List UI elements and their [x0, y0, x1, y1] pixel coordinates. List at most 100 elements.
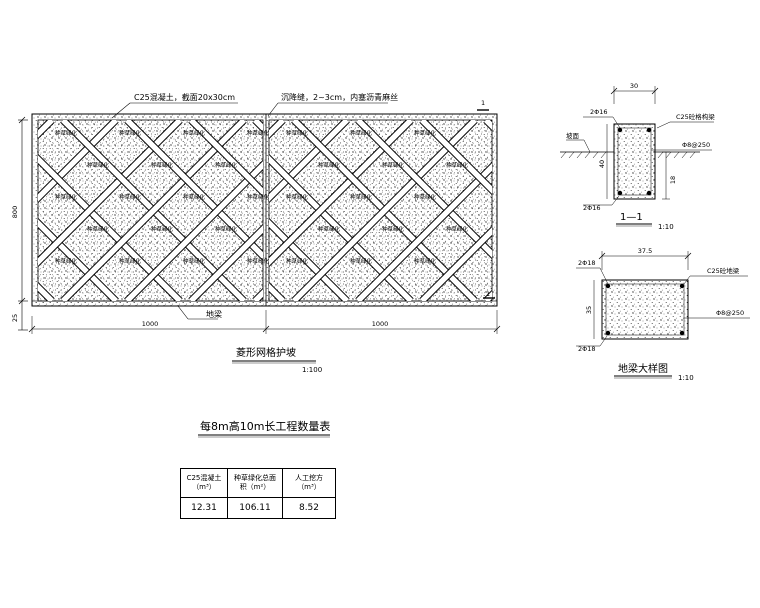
section-dim-depth: 40: [598, 160, 606, 168]
rebar-dot: [646, 127, 652, 133]
lattice-beam-section: [613, 123, 656, 200]
slope-elevation: 种草绿化种草绿化种草绿化种草绿化种草绿化种草绿化种草绿化种草绿化种草绿化种草绿化…: [11, 92, 501, 374]
diagonal-grid-left: [38, 120, 263, 301]
cell-label-grass: 种草绿化: [247, 129, 270, 137]
cell-label-grass: 种草绿化: [382, 161, 405, 169]
cell-label-grass: 种草绿化: [286, 193, 309, 201]
annotation-settlement-joint: 沉降缝，2~3cm，内塞沥青麻丝: [267, 92, 398, 117]
annotation-concrete-frame: C25混凝土，截面20x30cm: [111, 92, 238, 119]
cell-label-grass: 种草绿化: [55, 257, 78, 265]
label-settlement-joint: 沉降缝，2~3cm，内塞沥青麻丝: [281, 92, 398, 102]
cell-label-grass: 种草绿化: [119, 129, 142, 137]
cell-label-grass: 种草绿化: [414, 193, 437, 201]
lattice-beam-fill: [61, 120, 246, 301]
quantity-table: C25混凝土（m³） 种草绿化总面积（m²） 人工挖方（m³） 12.31 10…: [180, 468, 336, 519]
cell-label-grass: 种草绿化: [151, 225, 174, 233]
cell-label-grass: 种草绿化: [151, 161, 174, 169]
cell-label-grass: 种草绿化: [247, 257, 270, 265]
table-header-row: C25混凝土（m³） 种草绿化总面积（m²） 人工挖方（m³）: [180, 468, 336, 498]
quantity-table-title: 每8m高10m长工程数量表: [200, 419, 330, 433]
gb-dim-height: 35: [585, 306, 593, 314]
cell-label-grass: 种草绿化: [286, 129, 309, 137]
width-dimension: 1000 1000: [28, 310, 501, 334]
ground-beam-detail: 37.5 35 2Φ18 C25砼地梁 Φ8@250 2Φ18 地梁大样图 1:…: [576, 247, 750, 382]
gb-scale: 1:10: [678, 374, 694, 382]
cell-label-grass: 种草绿化: [446, 225, 469, 233]
base-dim-value: 25: [11, 314, 19, 322]
lattice-beam-fill: [420, 227, 492, 301]
lattice-beam-fill: [269, 219, 349, 301]
lattice-beam-fill: [269, 120, 349, 202]
section-1-1: 30 40 18 2Φ16 C25砼格构梁: [560, 82, 715, 231]
cell-label-grass: 种草绿化: [183, 257, 206, 265]
cell-label-grass: 种草绿化: [183, 129, 206, 137]
gb-dim-top: 37.5: [638, 247, 652, 255]
ground-beam-strip: [31, 300, 498, 307]
annotation-ground-beam: 地梁: [177, 305, 222, 320]
cell-label-grass: 种草绿化: [382, 225, 405, 233]
ground-beam-section: [601, 279, 689, 340]
height-dim-value: 800: [11, 206, 19, 218]
section-mark-top: 1: [481, 99, 485, 107]
cell-label-grass: 种草绿化: [87, 225, 110, 233]
section-scale: 1:10: [658, 223, 674, 231]
header-grass-area: 种草绿化总面积（m²）: [227, 468, 283, 498]
section-dim-top: 30: [630, 82, 638, 90]
cell-label-grass: 种草绿化: [247, 193, 270, 201]
cell-label-grass: 种草绿化: [414, 257, 437, 265]
cell-label-grass: 种草绿化: [55, 129, 78, 137]
value-excavation: 8.52: [282, 497, 336, 519]
cell-label-grass: 种草绿化: [350, 193, 373, 201]
width-dim-left: 1000: [142, 320, 159, 328]
label-concrete-frame: C25混凝土，截面20x30cm: [134, 92, 235, 102]
cell-label-grass: 种草绿化: [55, 193, 78, 201]
section-cut-mark: 1 1: [477, 99, 495, 299]
label-ground-beam: 地梁: [206, 309, 222, 319]
cell-label-grass: 种草绿化: [350, 257, 373, 265]
rebar-bottom-label: 2Φ16: [583, 204, 601, 212]
diagonal-grid-right: [269, 120, 492, 301]
lattice-beam-fill: [125, 161, 263, 301]
cell-label-grass: 种草绿化: [350, 129, 373, 137]
cell-label-grass: 种草绿化: [318, 225, 341, 233]
rebar-dot: [605, 283, 611, 289]
gb-label: C25砼地梁: [707, 266, 740, 275]
cell-label-grass: 种草绿化: [286, 257, 309, 265]
beam-label: C25砼格构梁: [676, 112, 715, 121]
rebar-dot: [679, 283, 685, 289]
gb-title: 地梁大样图: [618, 362, 668, 375]
cell-label-grass: 种草绿化: [119, 257, 142, 265]
ground-hatch: [560, 151, 696, 159]
lattice-beam-fill: [38, 120, 182, 266]
height-dimension: 800 25: [11, 116, 28, 331]
quantity-table-heading: 每8m高10m长工程数量表: [198, 419, 330, 438]
rebar-dot: [617, 190, 623, 196]
rebar-dot: [679, 330, 685, 336]
gb-rebar-bottom: 2Φ18: [578, 345, 596, 353]
elevation-scale: 1:100: [302, 366, 322, 374]
lattice-beam-fill: [356, 163, 492, 301]
header-concrete: C25混凝土（m³）: [180, 468, 228, 498]
lattice-beam-fill: [292, 120, 477, 301]
cell-label-grass: 种草绿化: [215, 225, 238, 233]
width-dim-right: 1000: [372, 320, 389, 328]
lattice-beam-fill: [38, 219, 118, 301]
rebar-top-label: 2Φ16: [590, 108, 608, 116]
rebar-dot: [617, 127, 623, 133]
value-grass-area: 106.11: [227, 497, 283, 519]
stirrup-label: Φ8@250: [682, 141, 710, 149]
section-title: 1—1: [620, 212, 643, 223]
gb-rebar-top: 2Φ18: [578, 259, 596, 267]
lattice-beam-fill: [420, 120, 492, 194]
gb-stirrup: Φ8@250: [716, 309, 744, 317]
cell-label-grass: 种草绿化: [414, 129, 437, 137]
elevation-title: 菱形网格护坡: [236, 346, 296, 359]
cell-label-grass: 种草绿化: [318, 161, 341, 169]
cell-label-grass: 种草绿化: [119, 193, 142, 201]
section-mark-bottom: 1: [486, 290, 490, 298]
cell-label-grass: 种草绿化: [446, 161, 469, 169]
lattice-beam-fill: [38, 120, 118, 202]
rebar-dot: [646, 190, 652, 196]
table-row: 12.31 106.11 8.52: [180, 497, 336, 519]
